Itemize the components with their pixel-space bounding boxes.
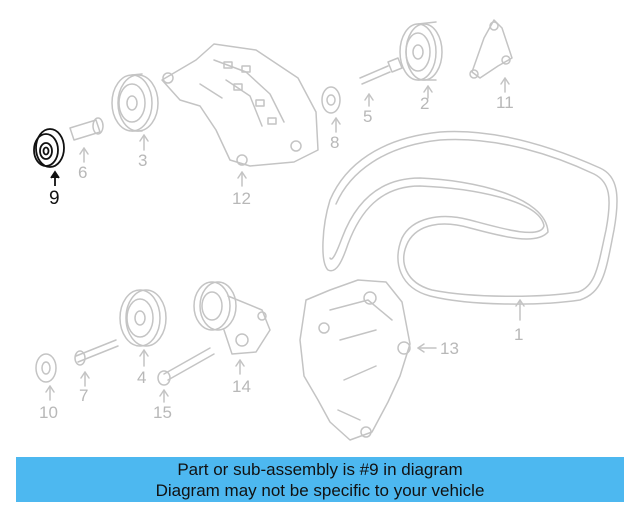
callout-1: 1 — [514, 325, 524, 344]
callout-4: 4 — [137, 368, 147, 387]
banner-line-2: Diagram may not be specific to your vehi… — [155, 481, 485, 500]
callout-10: 10 — [39, 403, 58, 422]
bracket-13 — [299, 279, 411, 441]
callout-12: 12 — [232, 189, 251, 208]
pulley-4 — [119, 289, 167, 347]
serpentine-belt — [322, 130, 618, 305]
bolt-7 — [74, 339, 119, 366]
info-banner: Part or sub-assembly is #9 in diagram Di… — [16, 457, 624, 502]
washer-9-highlighted — [33, 128, 65, 186]
callout-9: 9 — [49, 188, 60, 209]
bolt-6 — [69, 117, 104, 141]
banner-line-1: Part or sub-assembly is #9 in diagram — [177, 460, 463, 479]
callout-3: 3 — [138, 151, 148, 170]
callout-13: 13 — [440, 339, 459, 358]
callout-15: 15 — [153, 403, 172, 422]
callout-5: 5 — [363, 107, 373, 126]
callout-11: 11 — [496, 93, 514, 112]
callout-2: 2 — [420, 94, 430, 113]
idler-pulley-2 — [399, 21, 443, 81]
bolt-15 — [157, 347, 215, 386]
callout-8: 8 — [330, 133, 340, 152]
parts-diagram — [33, 19, 618, 441]
callout-7: 7 — [79, 386, 89, 405]
bracket-11 — [469, 19, 513, 79]
bolt-5 — [359, 57, 403, 85]
callout-6: 6 — [78, 163, 88, 182]
pulley-3 — [111, 73, 159, 132]
bracket-12 — [161, 43, 319, 167]
tensioner-14 — [193, 281, 271, 355]
callout-14: 14 — [232, 377, 251, 396]
washer-10 — [35, 353, 57, 383]
washer-8 — [321, 86, 341, 114]
